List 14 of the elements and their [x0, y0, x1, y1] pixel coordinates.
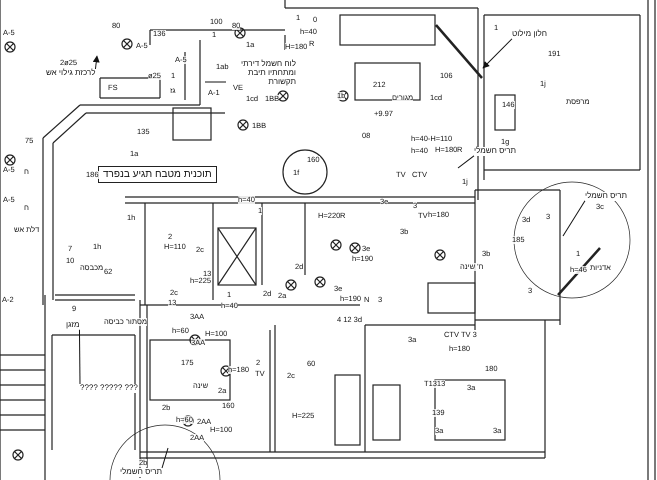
leader-line: [162, 448, 168, 468]
callout-text: תריס חשמלי: [474, 147, 516, 156]
callout-text: תריס חשמלי: [120, 468, 162, 477]
callout-text: מזגן: [66, 321, 80, 330]
leader-line: [562, 200, 586, 236]
leader-arrow: [92, 55, 100, 70]
leader-arrow: [482, 38, 512, 68]
leader-line: [78, 329, 80, 384]
leader-line: [458, 155, 474, 168]
callout-text: ??? ????? ????: [80, 384, 138, 393]
callout-text: חלון מילוט: [512, 30, 547, 39]
note-box: תוכנית מטבח תגיע בנפרד: [98, 166, 217, 183]
callout-text: תריס חשמלי: [585, 192, 628, 201]
callout-text: לרכזת גילוי אש: [46, 69, 96, 78]
